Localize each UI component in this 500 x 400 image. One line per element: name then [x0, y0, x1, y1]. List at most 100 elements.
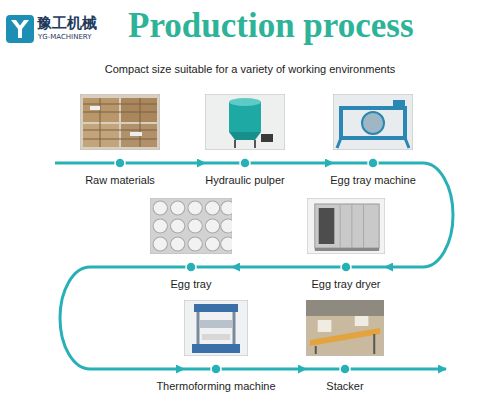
step-dot	[341, 262, 351, 272]
egg-tray-photo	[150, 198, 232, 254]
hydraulic-pulper-photo	[205, 94, 285, 150]
photo-frame	[306, 300, 384, 356]
step-marker	[307, 260, 385, 274]
step-marker	[333, 156, 413, 170]
step-marker	[205, 156, 285, 170]
step-label: Raw materials	[85, 174, 155, 187]
press-plate	[200, 320, 232, 328]
diagram-title: Production process	[128, 6, 414, 46]
flow-connector	[248, 368, 306, 371]
tray-stack	[318, 320, 332, 332]
dryer-base	[315, 248, 379, 251]
flow-connector	[285, 162, 333, 165]
tray-cup	[221, 201, 232, 215]
press-top	[194, 304, 238, 312]
process-step: Stacker	[306, 300, 384, 396]
tray-cup	[171, 219, 185, 233]
raw-materials-photo	[80, 94, 160, 150]
tray-cup	[221, 219, 232, 233]
step-dot	[115, 158, 125, 168]
process-step: Hydraulic pulper	[205, 94, 285, 190]
photo-frame	[333, 94, 413, 150]
workshop-wall	[306, 300, 384, 316]
step-dot	[368, 158, 378, 168]
process-step: Thermoforming machine	[184, 300, 248, 396]
tray-cup	[153, 201, 167, 215]
photo-frame	[205, 94, 285, 150]
step-marker	[150, 260, 232, 274]
machine-gearbox	[393, 100, 405, 108]
step-marker	[80, 156, 160, 170]
step-label: Thermoforming machine	[156, 380, 275, 393]
tray-cup	[221, 237, 232, 251]
dryer-door	[319, 208, 335, 244]
pulper-tank	[229, 102, 261, 132]
process-step: Egg tray	[150, 198, 232, 294]
press-columns	[198, 312, 234, 344]
step-label: Egg tray machine	[330, 174, 416, 187]
tray-stack	[355, 316, 369, 326]
tray-cup	[153, 219, 167, 233]
paper-scrap	[90, 106, 100, 110]
egg-tray-machine-photo	[333, 94, 413, 150]
press-mould	[202, 334, 230, 340]
step-dot	[240, 158, 250, 168]
tray-cup	[205, 219, 219, 233]
flow-lead-out	[384, 368, 446, 371]
photo-frame	[150, 198, 232, 254]
photo-frame	[80, 94, 160, 150]
tray-cup	[205, 237, 219, 251]
pulper-legs	[235, 140, 255, 148]
subtitle-note: Compact size suitable for a variety of w…	[0, 62, 500, 76]
stacker-photo	[306, 300, 384, 356]
tray-cup	[153, 237, 167, 251]
pulper-base	[229, 132, 261, 140]
logo-mark	[6, 15, 34, 43]
paper-bale	[121, 98, 157, 122]
step-label: Egg tray dryer	[311, 278, 380, 291]
process-step: Egg tray machine	[333, 94, 413, 190]
photo-frame	[184, 300, 248, 356]
stacker-legs	[316, 334, 375, 354]
photo-frame	[307, 198, 385, 254]
step-label: Stacker	[326, 380, 363, 393]
dryer-panels	[340, 204, 363, 248]
logo-subtext: YG-MACHINERY	[38, 33, 92, 42]
tray-cup	[171, 237, 185, 251]
step-marker	[306, 362, 384, 376]
step-label: Egg tray	[171, 278, 212, 291]
flow-connector	[160, 162, 205, 165]
press-base	[192, 344, 240, 353]
bale-straps	[83, 98, 157, 147]
egg-tray-dryer-photo	[307, 198, 385, 254]
machine-legs	[337, 138, 409, 148]
flow-lead-in	[55, 162, 80, 165]
logo-glyph	[11, 20, 29, 38]
tray-cup	[171, 201, 185, 215]
step-dot	[186, 262, 196, 272]
step-dot	[340, 364, 350, 374]
step-dot	[211, 364, 221, 374]
tray-cup	[188, 237, 202, 251]
logo-text: 豫工机械	[37, 14, 97, 32]
paper-bale	[83, 124, 119, 147]
step-marker	[184, 362, 248, 376]
paper-bale	[121, 124, 157, 147]
pulper-motor	[261, 134, 273, 142]
tray-cup	[188, 219, 202, 233]
logo-tile	[6, 15, 34, 43]
thermoforming-machine-photo	[184, 300, 248, 356]
machine-frame	[341, 108, 405, 138]
dryer-body	[315, 204, 379, 248]
paper-bale	[83, 98, 119, 122]
process-step: Egg tray dryer	[307, 198, 385, 294]
process-step: Raw materials	[80, 94, 160, 190]
tray-cup	[188, 201, 202, 215]
flow-connector	[232, 266, 307, 269]
tray-cup	[205, 201, 219, 215]
flow-connector	[60, 267, 184, 369]
tray-cups	[153, 201, 232, 251]
